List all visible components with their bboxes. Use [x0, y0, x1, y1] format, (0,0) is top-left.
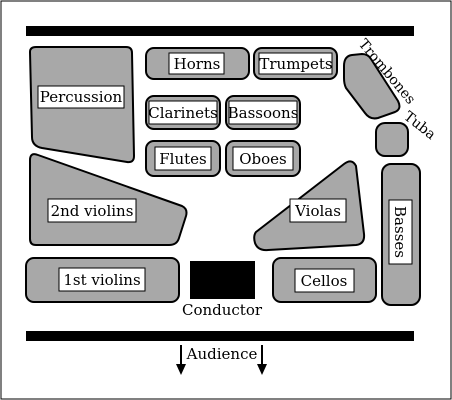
- label-oboes: Oboes: [239, 150, 287, 168]
- section-2nd-violins: 2nd violins: [29, 153, 188, 246]
- section-basses: Basses: [381, 163, 421, 306]
- section-violas: Violas: [253, 160, 366, 252]
- label-horns: Horns: [174, 55, 221, 73]
- label-conductor: Conductor: [182, 301, 263, 319]
- label-percussion: Percussion: [40, 88, 123, 106]
- stage-front-bar: [26, 331, 414, 341]
- conductor-podium: Conductor: [182, 261, 263, 319]
- section-clarinets: Clarinets: [145, 95, 221, 130]
- label-1st-violins: 1st violins: [63, 271, 140, 289]
- label-flutes: Flutes: [159, 150, 206, 168]
- label-audience: Audience: [186, 345, 258, 363]
- audience-indicator: Audience: [176, 345, 267, 375]
- section-1st-violins: 1st violins: [25, 257, 180, 303]
- label-cellos: Cellos: [301, 272, 348, 290]
- section-flutes: Flutes: [145, 140, 221, 177]
- label-trumpets: Trumpets: [259, 55, 332, 73]
- label-2nd-violins: 2nd violins: [51, 202, 134, 220]
- section-bassoons: Bassoons: [225, 95, 301, 130]
- label-violas: Violas: [294, 202, 341, 220]
- section-horns: Horns: [145, 47, 250, 80]
- label-clarinets: Clarinets: [148, 104, 217, 122]
- section-percussion: Percussion: [29, 46, 135, 164]
- section-cellos: Cellos: [272, 257, 377, 303]
- label-bassoons: Bassoons: [228, 104, 299, 122]
- section-trumpets: Trumpets: [253, 47, 338, 80]
- label-basses: Basses: [391, 206, 409, 258]
- section-oboes: Oboes: [225, 140, 301, 177]
- stage-back-bar: [26, 26, 414, 36]
